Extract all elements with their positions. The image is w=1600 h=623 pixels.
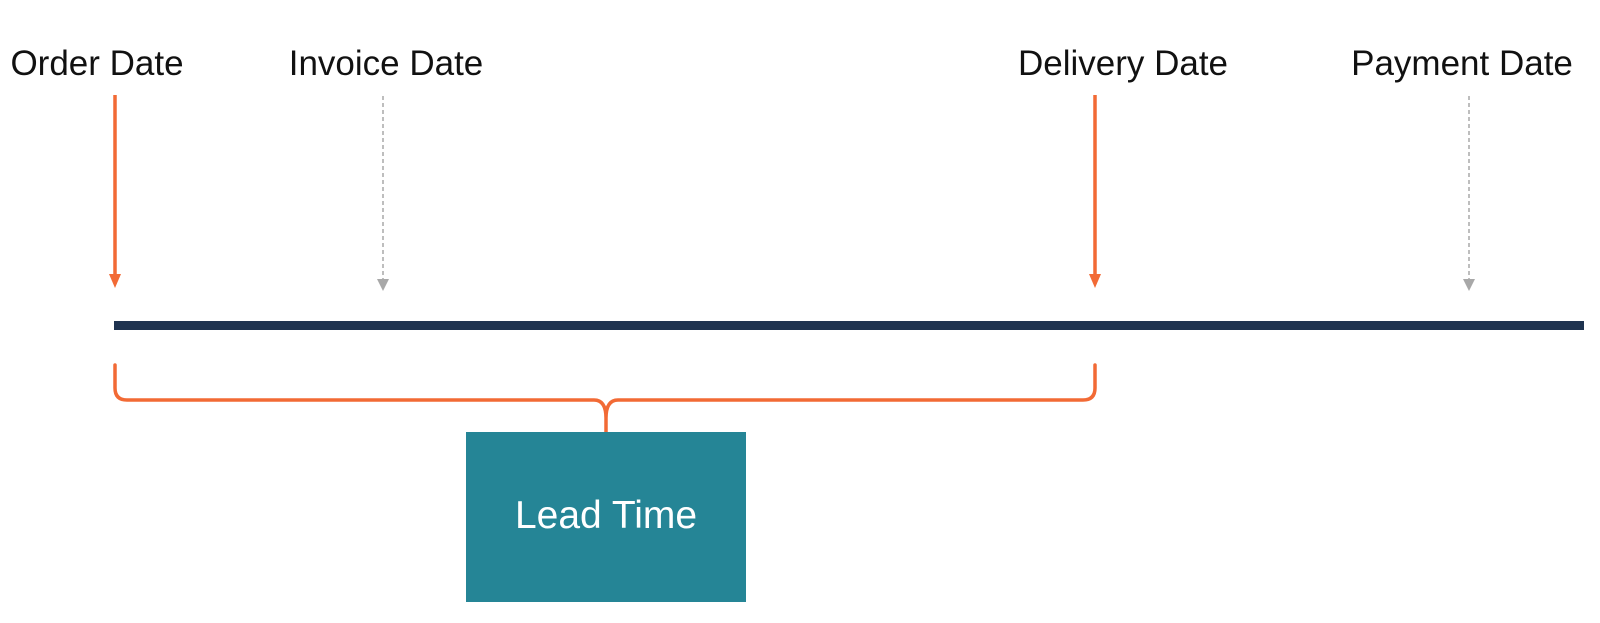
timeline-bar (114, 321, 1584, 330)
label-invoice-date: Invoice Date (289, 44, 484, 83)
lead-time-box: Lead Time (466, 432, 746, 602)
label-delivery-date: Delivery Date (1018, 44, 1228, 83)
lead-time-label: Lead Time (515, 494, 697, 537)
arrow-invoice-date (377, 96, 389, 291)
lead-time-brace (113, 363, 1097, 434)
arrow-order-date (109, 95, 121, 288)
label-order-date: Order Date (10, 44, 183, 83)
arrow-payment-date (1463, 96, 1475, 291)
label-payment-date: Payment Date (1351, 44, 1573, 83)
arrow-delivery-date (1089, 95, 1101, 288)
